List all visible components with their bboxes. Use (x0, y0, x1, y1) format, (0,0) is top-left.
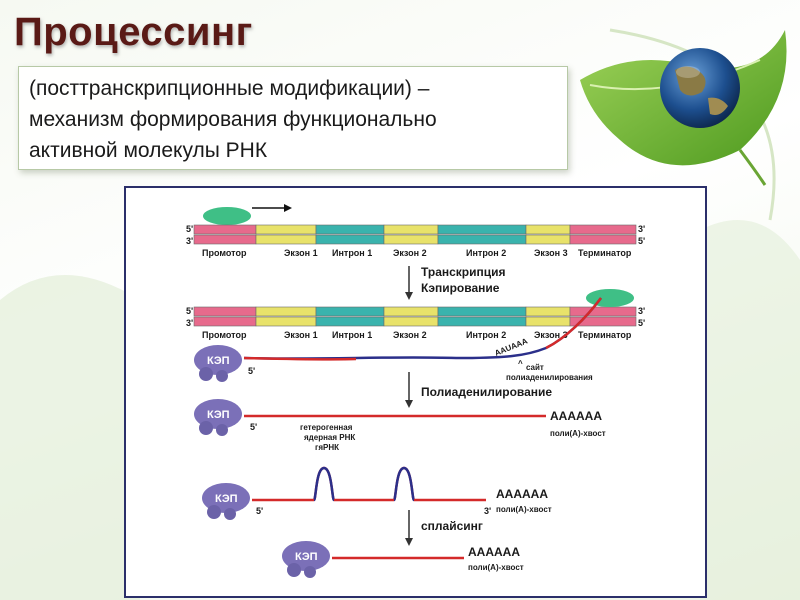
hnrna-strand (252, 466, 486, 502)
seg1-label-intron1: Интрон 1 (332, 248, 372, 258)
slide-title: Процессинг (14, 10, 253, 54)
dna1-end-5-top: 5' (186, 224, 193, 234)
dna1-segment-3-strand-top (383, 224, 439, 235)
dna1-segment-5-strand-bottom (525, 234, 571, 245)
dna1-segment-0-strand-bottom (193, 234, 257, 245)
step-capping: Кэпирование (421, 281, 500, 295)
cap-4-label: КЭП (295, 551, 318, 563)
polya-seq-1: AAAAAA (550, 409, 602, 423)
seg2-label-exon2: Экзон 2 (393, 330, 427, 340)
polya-seq-3: AAAAAA (468, 545, 520, 559)
cap-1-label: КЭП (207, 355, 230, 367)
step-splicing: сплайсинг (421, 519, 483, 533)
cap-1: КЭП (194, 345, 242, 382)
dna1-segment-6-strand-bottom (569, 234, 637, 245)
cap-3: КЭП (202, 483, 250, 520)
dna1-segment-4-strand-top (437, 224, 527, 235)
dna2-segment-4-strand-bottom (437, 316, 527, 327)
dna2-segment-5-strand-top (525, 306, 571, 317)
dna2-end-5-top: 5' (186, 306, 193, 316)
polya-tail-1: поли(А)-хвост (550, 429, 606, 438)
dna2-segment-2-strand-bottom (315, 316, 385, 327)
dna2-segment-6-strand-bottom (569, 316, 637, 327)
seg2-label-exon3: Экзон 3 (534, 330, 568, 340)
dna1-segment-0-strand-top (193, 224, 257, 235)
dna-strand-2 (193, 306, 637, 327)
leaf-globe-icon (580, 30, 787, 186)
dna2-segment-3-strand-top (383, 306, 439, 317)
seg2-label-exon1: Экзон 1 (284, 330, 318, 340)
dna1-segment-2-strand-top (315, 224, 385, 235)
dna2-segment-6-strand-top (569, 306, 637, 317)
cap-3-label: КЭП (215, 493, 238, 505)
cap-2-five-prime: 5' (250, 422, 257, 432)
seg1-label-terminator: Терминатор (578, 248, 632, 258)
rna-polymerase-2 (586, 289, 634, 307)
hnrna-three-prime: 3' (484, 506, 491, 516)
seg1-label-exon1: Экзон 1 (284, 248, 318, 258)
intron-loop-2 (392, 466, 416, 502)
seg2-label-intron2: Интрон 2 (466, 330, 506, 340)
subtitle-line-1: (посттранскрипционные модификации) – (29, 77, 430, 100)
dna1-segment-2-strand-bottom (315, 234, 385, 245)
seg2-label-intron1: Интрон 1 (332, 330, 372, 340)
segment-labels-1: Промотор Экзон 1 Интрон 1 Экзон 2 Интрон… (202, 248, 632, 258)
pre-mrna-strand-red-end (545, 297, 602, 350)
seg2-label-terminator: Терминатор (578, 330, 632, 340)
hnrna-label-line3: гяРНК (315, 443, 339, 452)
dna2-segment-4-strand-top (437, 306, 527, 317)
dna2-segment-0-strand-bottom (193, 316, 257, 327)
site-label-line2: полиаденилирования (506, 373, 593, 382)
subtitle-line-2: механизм формирования функционально (29, 108, 437, 131)
seg1-label-exon2: Экзон 2 (393, 248, 427, 258)
dna1-segment-6-strand-top (569, 224, 637, 235)
pre-mrna-strand-red-start (243, 356, 357, 361)
subtitle-line-3: активной молекулы РНК (29, 139, 268, 162)
dna2-segment-1-strand-bottom (255, 316, 317, 327)
polya-tail-3: поли(А)-хвост (468, 563, 524, 572)
polya-tail-2: поли(А)-хвост (496, 505, 552, 514)
cap-2-label: КЭП (207, 409, 230, 421)
hnrna-label-line1: гетерогенная (300, 423, 353, 432)
site-label-line1: сайт (526, 363, 544, 372)
dna2-segment-5-strand-bottom (525, 316, 571, 327)
dna2-end-3-top: 3' (638, 306, 645, 316)
cap-1-five-prime: 5' (248, 366, 255, 376)
dna2-end-5-bottom: 5' (638, 318, 645, 328)
cap-4: КЭП (282, 541, 330, 578)
seg2-label-promoter: Промотор (202, 330, 247, 340)
processing-diagram: 5' 3' 3' 5' Промотор Экзон 1 Интрон 1 Эк… (124, 186, 707, 598)
dna1-end-3-top: 3' (638, 224, 645, 234)
cap-2: КЭП (194, 399, 242, 436)
dna1-end-3-bottom: 3' (186, 236, 193, 246)
dna1-end-5-bottom: 5' (638, 236, 645, 246)
step-polyadenylation: Полиаденилирование (421, 385, 552, 399)
dna2-segment-0-strand-top (193, 306, 257, 317)
dna1-segment-1-strand-bottom (255, 234, 317, 245)
rna-polymerase-1 (203, 207, 251, 225)
dna1-segment-4-strand-bottom (437, 234, 527, 245)
segment-labels-2: Промотор Экзон 1 Интрон 1 Экзон 2 Интрон… (202, 330, 632, 340)
intron-loop-1 (312, 466, 336, 502)
seg1-label-intron2: Интрон 2 (466, 248, 506, 258)
dna1-segment-3-strand-bottom (383, 234, 439, 245)
dna2-segment-1-strand-top (255, 306, 317, 317)
subtitle-box: (посттранскрипционные модификации) – мех… (18, 66, 568, 170)
dna2-segment-2-strand-top (315, 306, 385, 317)
dna1-segment-5-strand-top (525, 224, 571, 235)
dna2-end-3-bottom: 3' (186, 318, 193, 328)
polya-seq-2: AAAAAA (496, 487, 548, 501)
dna-strand-1 (193, 224, 637, 245)
dna1-segment-1-strand-top (255, 224, 317, 235)
caret-mark: ^ (518, 359, 523, 368)
hnrna-label-line2: ядерная РНК (304, 433, 355, 442)
seg1-label-exon3: Экзон 3 (534, 248, 568, 258)
step-transcription: Транскрипция (421, 265, 506, 279)
dna2-segment-3-strand-bottom (383, 316, 439, 327)
seg1-label-promoter: Промотор (202, 248, 247, 258)
cap-3-five-prime: 5' (256, 506, 263, 516)
diagram-canvas: 5' 3' 3' 5' Промотор Экзон 1 Интрон 1 Эк… (186, 204, 645, 578)
direction-arrow-head (284, 204, 292, 212)
